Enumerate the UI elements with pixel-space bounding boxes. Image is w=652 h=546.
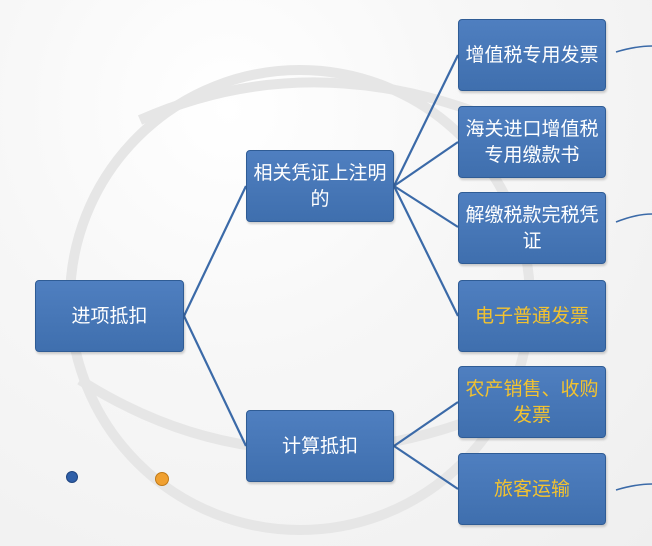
orange-dot <box>155 472 169 486</box>
branch-node-1: 相关凭证上注明的 <box>246 150 394 222</box>
root-node: 进项抵扣 <box>35 280 184 352</box>
connector-branch-1-leaf-4 <box>393 185 459 317</box>
leaf-node-1-3: 解缴税款完税凭证 <box>458 192 606 264</box>
leaf-node-1-2-label: 海关进口增值税专用缴款书 <box>465 118 599 166</box>
leaf-node-1-1: 增值税专用发票 <box>458 19 606 91</box>
leaf-node-1-4: 电子普通发票 <box>458 280 606 352</box>
edge-curves <box>615 45 652 491</box>
branch-node-2-label: 计算抵扣 <box>281 435 358 457</box>
leaf-node-2-1-label: 农产销售、收购发票 <box>465 378 599 426</box>
connector-root-branch-2 <box>183 315 247 447</box>
leaf-node-2-2: 旅客运输 <box>458 453 606 525</box>
connector-branch-1-leaf-2 <box>393 141 459 187</box>
root-node-label: 进项抵扣 <box>71 305 148 327</box>
connector-branch-1-leaf-3 <box>393 185 459 228</box>
connector-branch-1-leaf-1 <box>393 54 459 187</box>
leaf-node-2-1: 农产销售、收购发票 <box>458 366 606 438</box>
connector-root-branch-1 <box>183 185 247 317</box>
edge-curve-2 <box>615 213 652 223</box>
blue-dot <box>66 471 78 483</box>
branch-node-1-label: 相关凭证上注明的 <box>253 162 387 210</box>
edge-curve-1 <box>615 45 652 53</box>
edge-curve-3 <box>615 483 652 491</box>
leaf-node-1-3-label: 解缴税款完税凭证 <box>465 204 599 252</box>
leaf-node-1-4-label: 电子普通发票 <box>474 305 589 327</box>
leaf-node-1-2: 海关进口增值税专用缴款书 <box>458 106 606 178</box>
connector-branch-2-leaf-2 <box>393 445 459 490</box>
leaf-node-1-1-label: 增值税专用发票 <box>465 44 599 66</box>
leaf-node-2-2-label: 旅客运输 <box>493 478 570 500</box>
connectors <box>183 54 459 490</box>
branch-node-2: 计算抵扣 <box>246 410 394 482</box>
connector-branch-2-leaf-1 <box>393 401 459 447</box>
